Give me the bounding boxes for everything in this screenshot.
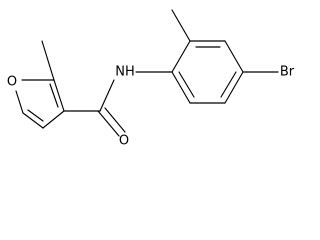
bond-carbonyl-nh [99,79,115,112]
oxygen-carbonyl-label: O [119,134,129,149]
bond-carbonyl-double-a [97,110,120,137]
bond-ar1-ar2 [171,40,191,73]
bond-c3-c2 [53,79,65,112]
oxygen-furan-label: O [7,75,17,90]
bond-carbonyl-double-b [104,107,126,133]
molecule-structure: O NH O Br [6,9,295,149]
bond-aryl-methyl [171,9,191,42]
bond-c2-methyl [41,40,55,81]
bond-c4-c3 [42,110,65,129]
bond-ar3-ar4 [224,40,244,73]
bond-c5-c4-inner [27,109,44,122]
bond-o-c5 [15,90,24,114]
furan-ring [15,79,65,129]
bond-c5-c4 [22,112,44,129]
phenyl-ring [171,9,279,104]
bromine-label: Br [280,65,295,80]
bond-c3-c2-inner [49,83,59,108]
atom-labels: O NH O Br [7,65,295,149]
bond-ar4-ar5 [224,71,244,104]
bond-ar6-ar1-inner [178,71,195,98]
substituents [41,40,173,137]
nitrogen-amide-label: NH [115,65,135,80]
bond-ar4-ar5-inner [220,71,237,98]
bond-ar6-ar1 [171,71,191,104]
chemical-structure-diagram: O NH O Br [7,9,295,149]
